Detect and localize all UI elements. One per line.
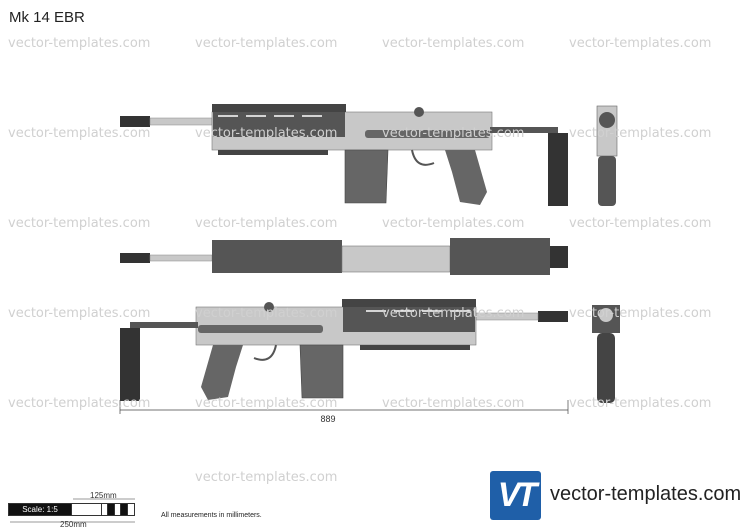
scale-full-label: 250mm xyxy=(60,520,87,529)
rifle-left-side-view xyxy=(119,103,569,207)
rifle-right-side-view xyxy=(119,298,569,402)
rifle-front-view xyxy=(592,305,620,403)
dimension-line xyxy=(119,400,569,414)
vt-logo[interactable]: VT xyxy=(490,471,541,520)
scale-bar: Scale: 1:5 xyxy=(8,503,135,516)
scale-label: Scale: 1:5 xyxy=(9,504,71,515)
overall-length-label: 889 xyxy=(320,414,336,424)
scale-arrows xyxy=(10,498,135,523)
scale-half-label: 125mm xyxy=(90,491,117,500)
rifle-rear-view xyxy=(596,105,618,206)
page-title: Mk 14 EBR xyxy=(9,9,85,26)
measurement-note: All measurements in millimeters. xyxy=(161,512,262,519)
logo-text[interactable]: vector-templates.com xyxy=(550,483,742,505)
rifle-top-view xyxy=(120,238,568,275)
